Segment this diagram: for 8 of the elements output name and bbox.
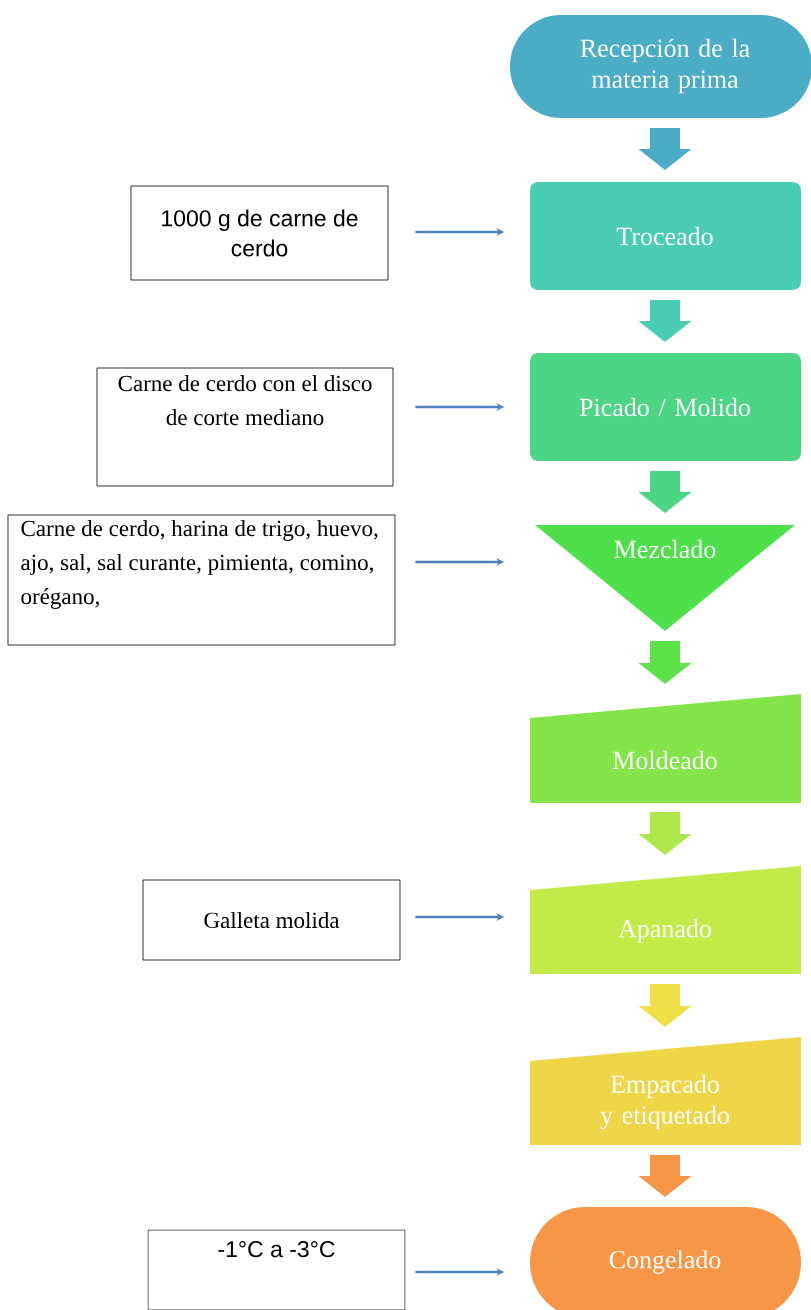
input-box: 1000 g de carne de cerdo bbox=[130, 185, 389, 281]
merge-triangle: Mezclado bbox=[535, 525, 795, 631]
input-box: Galleta molida bbox=[142, 879, 401, 961]
input-box: Carne de cerdo, harina de trigo, huevo, ajo, sal, sal curante, pimienta, comino, orégano, bbox=[7, 514, 396, 646]
input-box: -1°C a -3°C bbox=[147, 1229, 406, 1310]
process-box: Troceado bbox=[530, 182, 801, 290]
input-box: Carne de cerdo con el disco de corte mediano bbox=[96, 367, 394, 487]
process-box: Picado / Molido bbox=[530, 353, 801, 461]
